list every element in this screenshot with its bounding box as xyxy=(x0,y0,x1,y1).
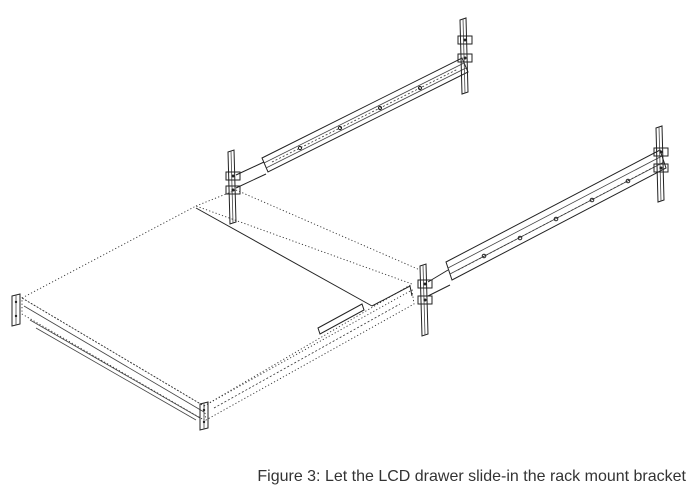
rear-post-front-right xyxy=(653,125,669,203)
lcd-drawer-rack-diagram xyxy=(11,17,669,431)
front-post-front-right xyxy=(417,263,451,337)
rear-post-back-right xyxy=(457,17,473,95)
front-slide-rail xyxy=(417,125,669,337)
lcd-drawer xyxy=(11,189,421,431)
back-slide-rail xyxy=(225,17,473,225)
figure-caption: Figure 3: Let the LCD drawer slide-in th… xyxy=(257,468,686,485)
front-post-back-left xyxy=(225,149,267,225)
drawer-handle-left xyxy=(11,293,21,327)
drawer-handle-right xyxy=(199,401,209,431)
